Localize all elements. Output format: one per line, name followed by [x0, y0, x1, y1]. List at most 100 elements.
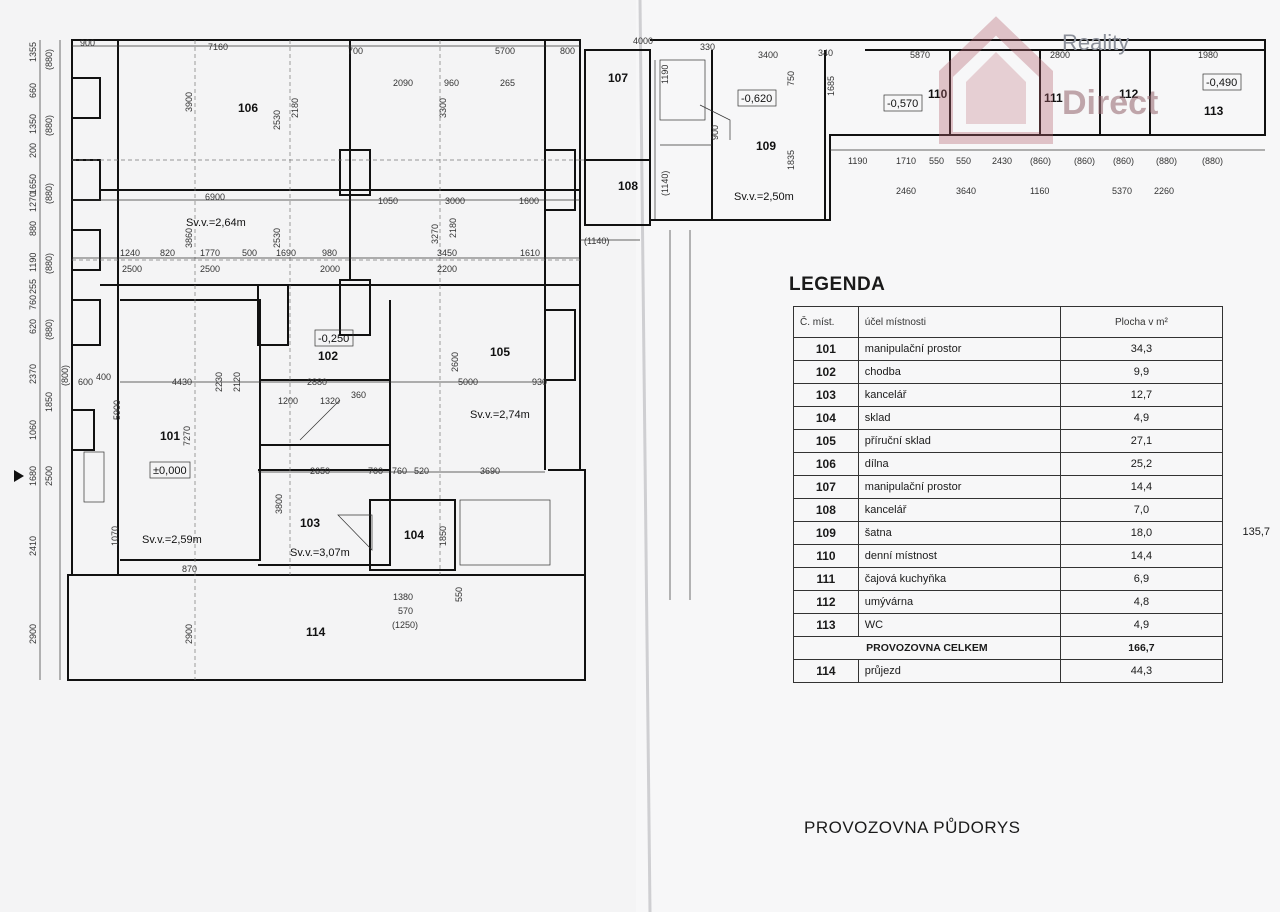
legend-header-purpose: účel místnosti — [857, 306, 1061, 338]
room-number: 105 — [793, 429, 859, 453]
floor-plan-left — [14, 39, 656, 681]
dim-top-700: 700 — [348, 46, 363, 56]
dim-left-1850: 1850 — [44, 392, 54, 412]
legend-header-no: Č. míst. — [793, 306, 859, 338]
subtotal-area: 135,7 — [1242, 526, 1270, 538]
room-purpose: sklad — [857, 406, 1061, 430]
room-area: 14,4 — [1059, 475, 1224, 499]
dim-left-760: 760 — [28, 295, 38, 310]
level-101: ±0,000 — [153, 465, 187, 477]
dim-inner-860c: 1160 — [1030, 186, 1049, 196]
legend-header-area: Plocha v m² — [1059, 306, 1224, 338]
room-label-108: 108 — [618, 179, 638, 193]
room-number: 114 — [793, 659, 859, 683]
dim-inner-3690: 3690 — [480, 466, 500, 476]
dim-v-1850: 1850 — [438, 526, 448, 546]
dim-v-2120: 2120 — [232, 372, 242, 392]
room-label-103: 103 — [300, 516, 320, 530]
dim-inner-1690: 1690 — [276, 248, 296, 258]
dim-inner-5000: 5000 — [458, 377, 478, 387]
dim-v-2900: 2900 — [184, 624, 194, 644]
floor-plan-right — [650, 39, 1266, 600]
dim-inner-500: 500 — [242, 248, 257, 258]
dim-inner-1190b: 550 — [956, 156, 971, 166]
level-102: -0,250 — [318, 333, 349, 345]
north-arrow-marker — [14, 470, 24, 482]
dim-v-5370: 900 — [710, 125, 720, 140]
dim-inner-860a: 2460 — [896, 186, 916, 196]
room-label-105: 105 — [490, 345, 510, 359]
dim-left-2900: 2900 — [28, 624, 38, 644]
room-number: 112 — [793, 590, 859, 614]
room-purpose: kancelář — [857, 383, 1061, 407]
dim-inner-1050: 1050 — [378, 196, 398, 206]
room-label-112: 112 — [1119, 87, 1139, 101]
dim-left-880: 880 — [28, 221, 38, 236]
room-purpose: kancelář — [857, 498, 1061, 522]
legend-row-extra: 114 průjezd 44,3 — [793, 659, 1224, 683]
dim-inner-1250: (1250) — [392, 620, 418, 630]
dim-v-3270: 3270 — [430, 224, 440, 244]
level-113: -0,490 — [1206, 77, 1237, 89]
dim-inner-1600: 1600 — [519, 196, 539, 206]
dim-inner-4430: 4430 — [172, 377, 192, 387]
legend-header-row: Č. míst. účel místnosti Plocha v m² — [793, 306, 1224, 338]
room-label-101: 101 — [160, 429, 180, 443]
room-number: 110 — [793, 544, 859, 568]
dim-inner-570: 570 — [398, 606, 413, 616]
dim-inner-1770: 1770 — [200, 248, 220, 258]
dim-v-3800: 3800 — [274, 494, 284, 514]
dim-top-2800: 2800 — [1050, 50, 1070, 60]
dim-top-5870: 5870 — [910, 50, 930, 60]
dim-inner-550a: (860) — [1113, 156, 1134, 166]
dim-inner-1710: (860) — [1074, 156, 1095, 166]
room-area: 25,2 — [1059, 452, 1224, 476]
room-label-104: 104 — [404, 528, 424, 542]
dim-inner-880b: 2260 — [1154, 186, 1174, 196]
dim-inner-1190c: (860) — [1030, 156, 1051, 166]
dim-v-3900: 3900 — [184, 92, 194, 112]
dim-v-1160: 750 — [786, 71, 796, 86]
dim-left-1060: 1060 — [28, 420, 38, 440]
room-area: 27,1 — [1059, 429, 1224, 453]
room-label-109: 109 — [756, 139, 776, 153]
dim-top-3400: 3400 — [758, 50, 778, 60]
room-area: 9,9 — [1059, 360, 1224, 384]
reality-direct-logo — [939, 16, 1053, 144]
dim-inner-930: 930 — [532, 377, 547, 387]
dim-top-330: 330 — [700, 42, 715, 52]
room-number: 102 — [793, 360, 859, 384]
dim-left-2370: 2370 — [28, 364, 38, 384]
dim-top-4000: 4000 — [633, 36, 653, 46]
dim-inner-730: 550 — [929, 156, 944, 166]
room-number: 111 — [793, 567, 859, 591]
dim-inner-400: 400 — [96, 372, 111, 382]
room-area: 4,9 — [1059, 613, 1224, 637]
room-area: 34,3 — [1059, 337, 1224, 361]
room-area: 4,9 — [1059, 406, 1224, 430]
room-number: 107 — [793, 475, 859, 499]
dim-v-2530b: 2530 — [272, 228, 282, 248]
dim-inner-3000: 3000 — [445, 196, 465, 206]
room-area: 44,3 — [1059, 659, 1224, 683]
dim-left-paren-6: (800) — [60, 365, 70, 386]
dim-inner-520: 520 — [414, 466, 429, 476]
dim-left-1350: 1350 — [28, 114, 38, 134]
room-purpose: chodba — [857, 360, 1061, 384]
room-label-110: 110 — [928, 87, 948, 101]
dim-inner-1320: 1320 — [320, 396, 340, 406]
room-number: 101 — [793, 337, 859, 361]
dim-top-340: 340 — [818, 48, 833, 58]
dim-inner-550b: (880) — [1156, 156, 1177, 166]
room-purpose: příruční sklad — [857, 429, 1061, 453]
watermark-direct-text: Direct — [1062, 84, 1159, 122]
drawing-title: PROVOZOVNA PŮDORYS — [804, 818, 1021, 837]
room-purpose: dílna — [857, 452, 1061, 476]
dim-v-2230: 2230 — [214, 372, 224, 392]
dim-top-5700: 5700 — [495, 46, 515, 56]
dim-v-5900: 5900 — [112, 400, 122, 420]
dim-inner-2500a: 2500 — [122, 264, 142, 274]
